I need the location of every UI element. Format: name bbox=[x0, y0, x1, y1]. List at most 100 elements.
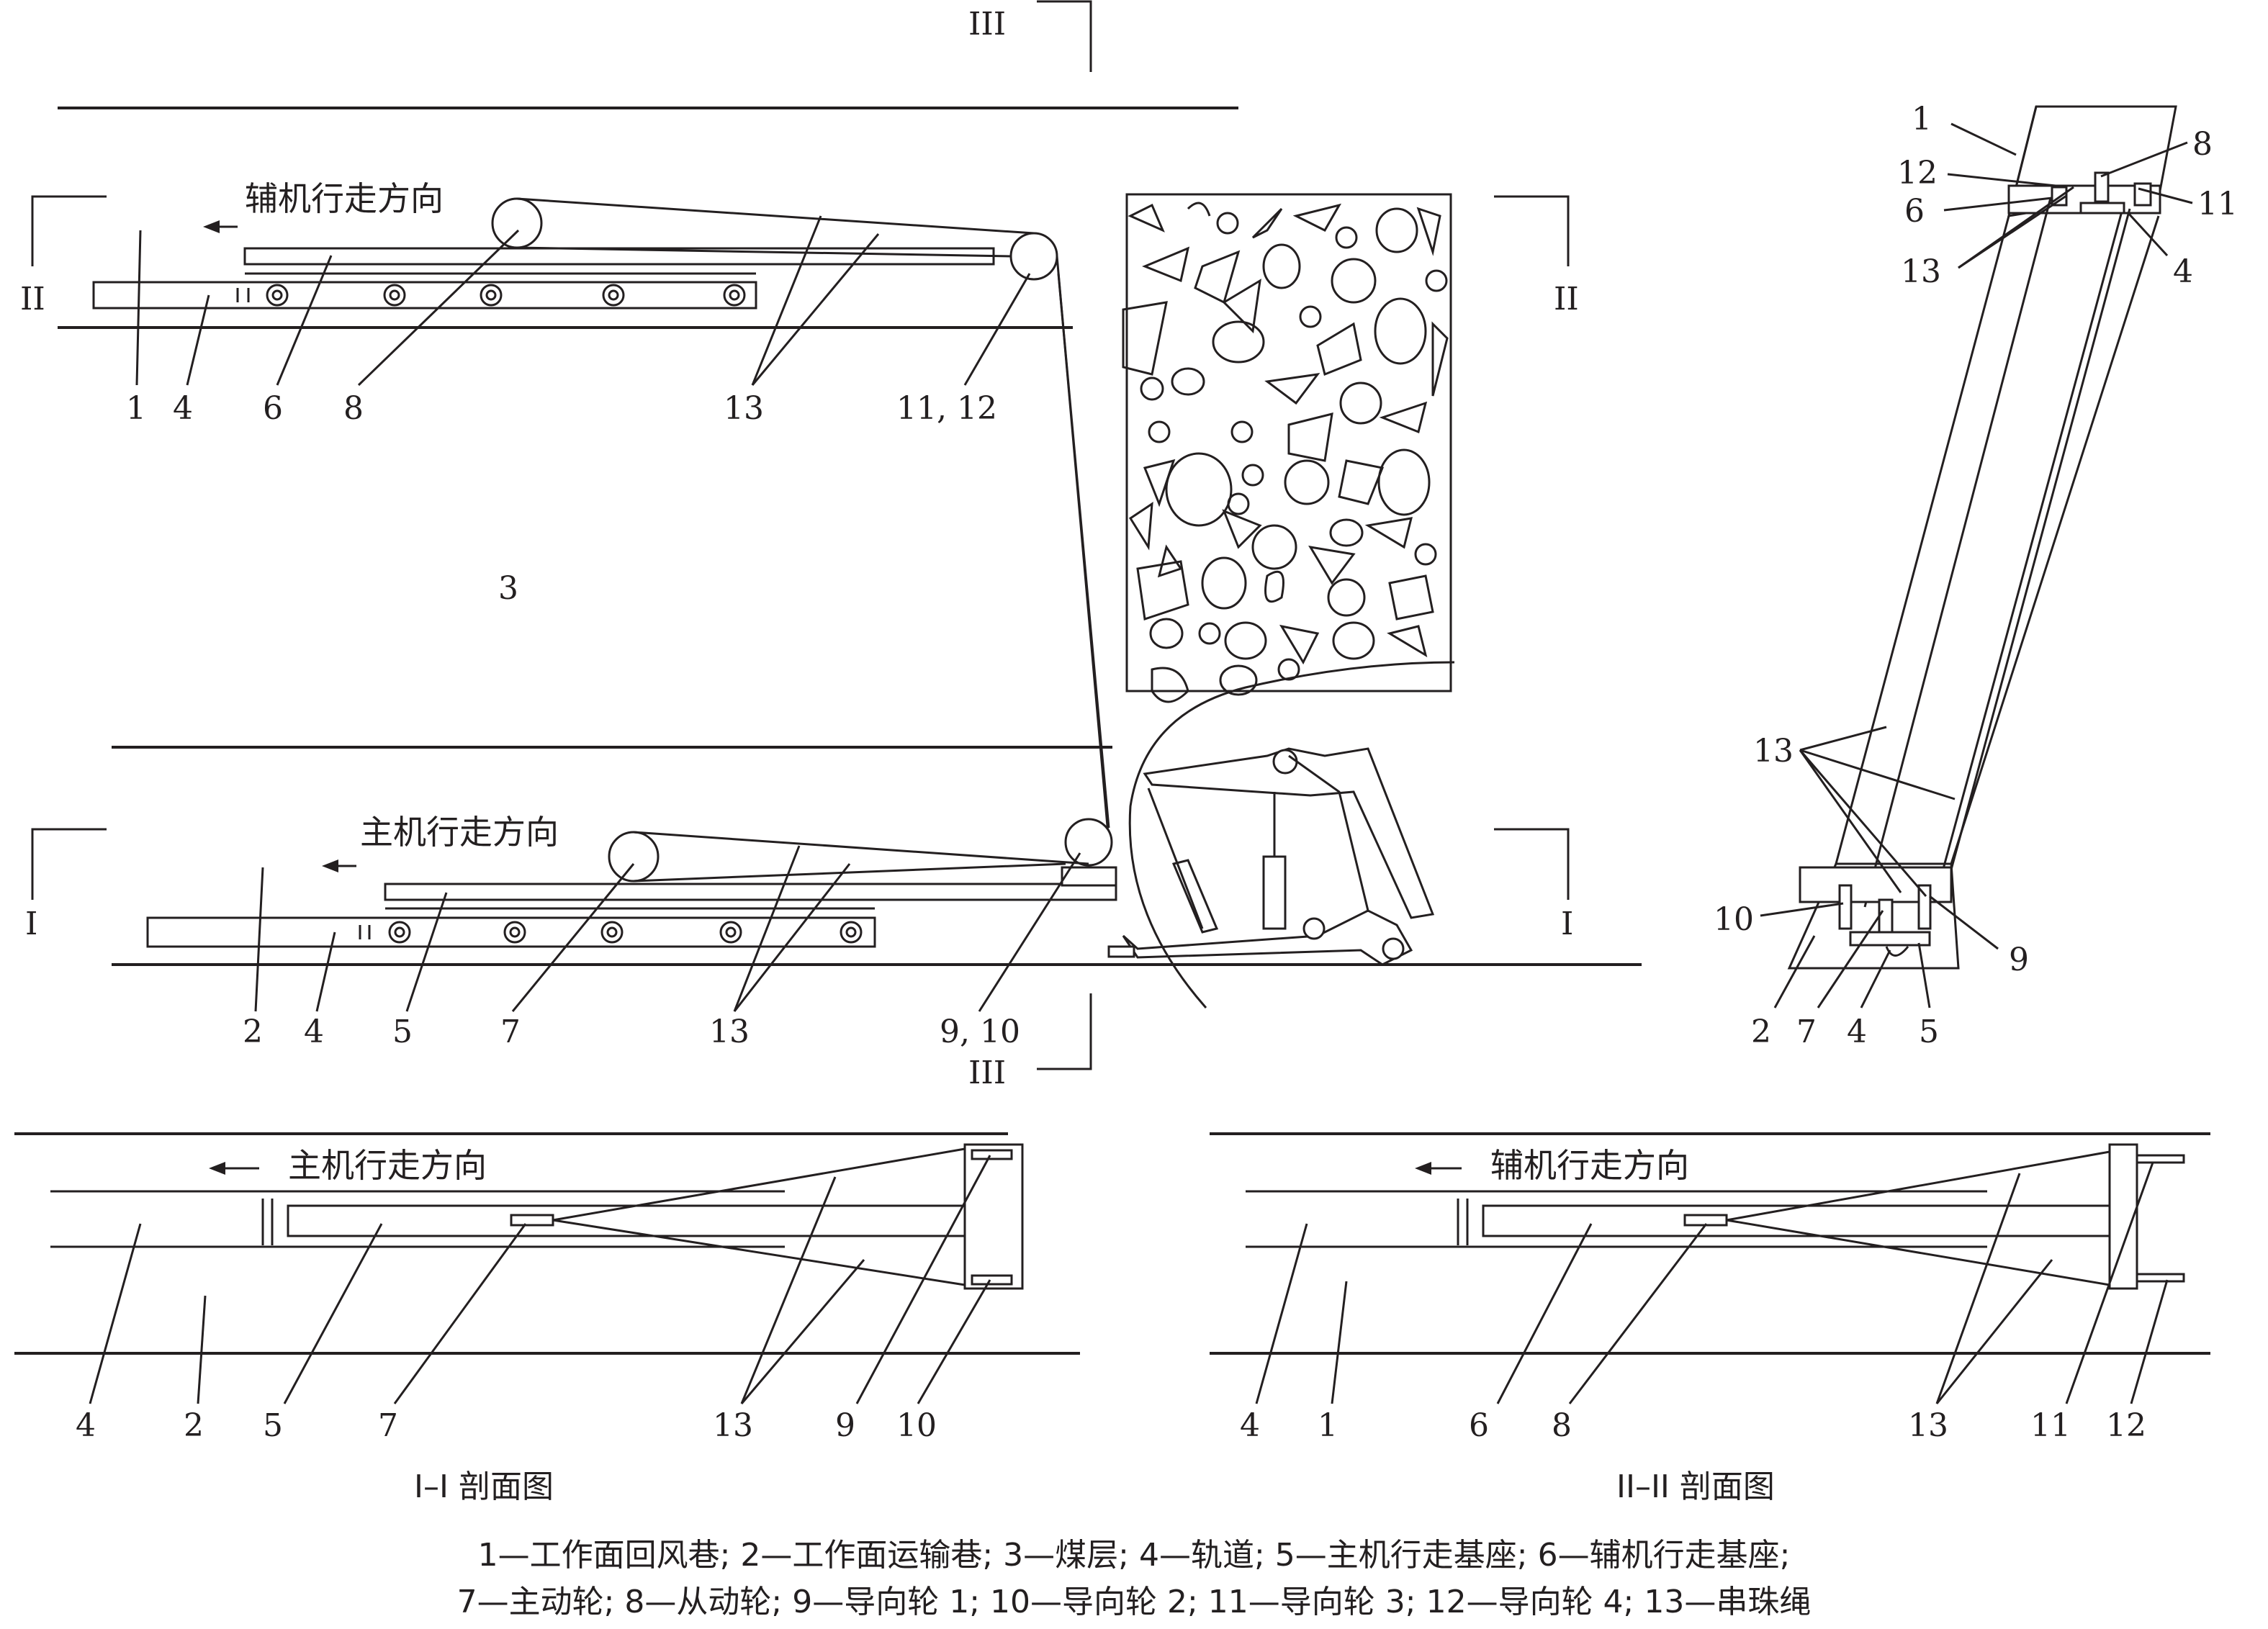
rope-aux-lower bbox=[516, 246, 1012, 258]
section-ii-label-11: 11 bbox=[2030, 1407, 2071, 1444]
iii-label-8: 8 bbox=[2192, 126, 2213, 163]
aux-direction-arrowhead bbox=[203, 220, 220, 233]
hydraulic-support bbox=[1107, 661, 1455, 1008]
section-ii-label-1: 1 bbox=[1318, 1407, 1338, 1444]
section-i-label-4: 4 bbox=[76, 1407, 96, 1444]
upper-label-11-12: 11, 12 bbox=[896, 390, 997, 427]
section-ii-label-13: 13 bbox=[1908, 1407, 1948, 1444]
iii-label-7: 7 bbox=[1796, 1014, 1817, 1050]
section-line-iii-bottom bbox=[1037, 993, 1092, 1070]
plan-view: III II II 辅机行走方向 bbox=[20, 0, 1642, 1091]
section-i-label-2: 2 bbox=[184, 1407, 204, 1444]
aux-rail bbox=[92, 281, 757, 310]
rope-main-upper bbox=[633, 831, 1089, 865]
aux-wheels bbox=[266, 284, 746, 307]
rope-main-lower bbox=[633, 862, 1066, 883]
aux-travel-base bbox=[243, 247, 995, 266]
main-direction-arrowhead bbox=[322, 859, 338, 872]
section-i-view: 主机行走方向 4 2 5 7 13 9 10 I–I 剖面图 bbox=[14, 1132, 1080, 1505]
section-i-label-9: 9 bbox=[835, 1407, 855, 1444]
upper-label-13: 13 bbox=[724, 390, 764, 427]
upper-label-4: 4 bbox=[173, 390, 193, 427]
iii-label-5: 5 bbox=[1919, 1014, 1939, 1050]
leader-9-10 bbox=[978, 852, 1081, 1012]
section-i-label-5: 5 bbox=[263, 1407, 283, 1444]
section-i-label-13: 13 bbox=[713, 1407, 753, 1444]
leader-5 bbox=[405, 892, 448, 1012]
leader-11-12 bbox=[963, 273, 1031, 386]
section-ii-label-6: 6 bbox=[1469, 1407, 1489, 1444]
section-ii-label-4: 4 bbox=[1240, 1407, 1260, 1444]
section-ii-view: 辅机行走方向 4 1 6 8 13 11 12 II–II 剖面图 bbox=[1210, 1132, 2210, 1505]
leader-7 bbox=[511, 863, 635, 1012]
leader-13a-bottom bbox=[733, 845, 801, 1012]
guide-wheel-1-2-top bbox=[1064, 818, 1113, 867]
aux-direction-label: 辅机行走方向 bbox=[245, 179, 444, 218]
section-line-iii-top bbox=[1037, 0, 1092, 72]
legend: 1—工作面回风巷; 2—工作面运输巷; 3—煤层; 4—轨道; 5—主机行走基座… bbox=[457, 1537, 1812, 1620]
guide-wheel-mount bbox=[1061, 866, 1117, 887]
aux-coupler bbox=[236, 288, 250, 302]
iii-label-6: 6 bbox=[1904, 193, 1925, 230]
guide-wheel-3-4-top bbox=[1009, 232, 1058, 281]
lower-label-5: 5 bbox=[392, 1014, 413, 1050]
main-coupler bbox=[359, 925, 371, 939]
leader-13b-bottom bbox=[733, 863, 851, 1012]
section-mark-iii-bottom: III bbox=[968, 1055, 1006, 1091]
upper-label-6: 6 bbox=[263, 390, 283, 427]
upper-label-8: 8 bbox=[343, 390, 364, 427]
iii-label-9: 9 bbox=[2009, 942, 2029, 978]
section-ii-label-12: 12 bbox=[2106, 1407, 2146, 1444]
leader-6 bbox=[276, 255, 333, 386]
section-mark-ii-right: II bbox=[1554, 281, 1579, 317]
iii-label-4-bottom: 4 bbox=[1847, 1014, 1867, 1050]
lower-label-9-10: 9, 10 bbox=[940, 1014, 1020, 1050]
lower-label-4: 4 bbox=[304, 1014, 324, 1050]
leader-4-top bbox=[186, 294, 210, 386]
section-mark-iii-top: III bbox=[968, 6, 1006, 42]
section-line-i-right bbox=[1494, 828, 1570, 900]
main-wheels bbox=[388, 921, 863, 944]
iii-label-13-mid: 13 bbox=[1753, 733, 1794, 770]
iii-label-4-top: 4 bbox=[2173, 253, 2193, 290]
section-line-ii-left bbox=[31, 195, 107, 266]
leader-13b-top bbox=[751, 233, 880, 386]
leader-8 bbox=[357, 229, 520, 387]
gob-rubble bbox=[1122, 193, 1452, 703]
rope-aux-upper bbox=[516, 197, 1035, 235]
support-canopy-arc bbox=[1128, 661, 1455, 1008]
section-i-direction: 主机行走方向 bbox=[288, 1146, 487, 1185]
rope-face-right-2 bbox=[1057, 273, 1110, 829]
coal-seam-label: 3 bbox=[498, 570, 518, 607]
section-i-label-10: 10 bbox=[896, 1407, 937, 1444]
section-mark-i-left: I bbox=[25, 906, 37, 942]
leader-13a-top bbox=[751, 215, 822, 386]
main-direction-label: 主机行走方向 bbox=[360, 813, 559, 852]
lower-label-7: 7 bbox=[500, 1014, 521, 1050]
lower-label-13: 13 bbox=[709, 1014, 750, 1050]
leader-4-bottom bbox=[315, 931, 336, 1012]
section-ii-direction: 辅机行走方向 bbox=[1490, 1146, 1689, 1185]
section-line-i-left bbox=[31, 828, 107, 900]
driven-wheel-top bbox=[491, 197, 543, 249]
section-ii-label-8: 8 bbox=[1552, 1407, 1572, 1444]
leader-1 bbox=[135, 230, 142, 386]
iii-label-12: 12 bbox=[1897, 155, 1938, 191]
section-i-caption: I–I 剖面图 bbox=[414, 1468, 554, 1505]
top-wheels-assembly bbox=[2051, 171, 2152, 215]
section-mark-ii-left: II bbox=[20, 281, 45, 317]
iii-label-1: 1 bbox=[1912, 101, 1932, 137]
upper-label-1: 1 bbox=[126, 390, 146, 427]
bottom-wheels-assembly bbox=[1838, 884, 1932, 957]
legend-line-1: 1—工作面回风巷; 2—工作面运输巷; 3—煤层; 4—轨道; 5—主机行走基座… bbox=[478, 1537, 1791, 1574]
section-line-ii-right bbox=[1494, 195, 1570, 266]
section-i-label-7: 7 bbox=[378, 1407, 398, 1444]
iii-label-10: 10 bbox=[1714, 901, 1754, 938]
legend-line-2: 7—主动轮; 8—从动轮; 9—导向轮 1; 10—导向轮 2; 11—导向轮 … bbox=[457, 1584, 1812, 1620]
lower-label-2: 2 bbox=[243, 1014, 263, 1050]
section-ii-caption: II–II 剖面图 bbox=[1616, 1468, 1775, 1505]
section-iii-view: 1 12 6 13 8 11 4 13 10 9 2 7 4 5 bbox=[1714, 101, 2238, 1050]
iii-label-13-top: 13 bbox=[1901, 253, 1941, 290]
iii-label-11: 11 bbox=[2197, 186, 2238, 222]
